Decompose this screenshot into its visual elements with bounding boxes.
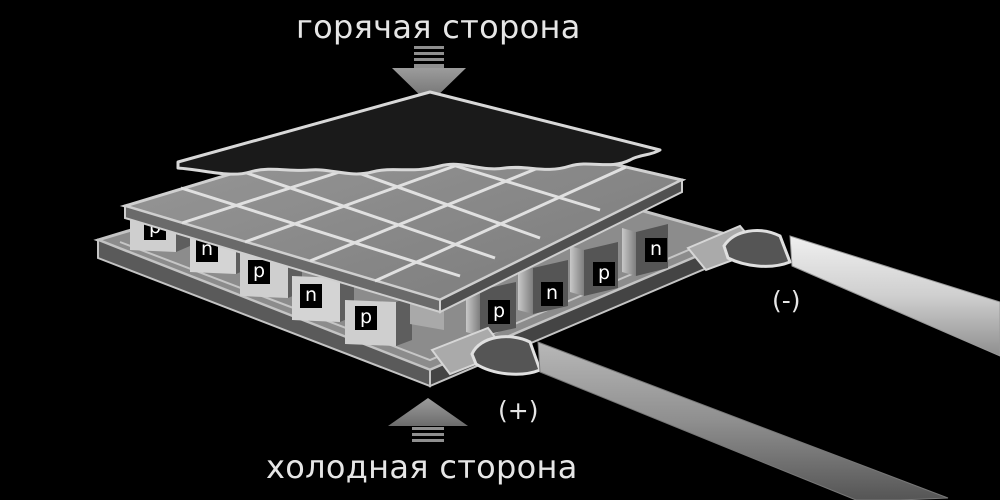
- negative-terminal-label: (-): [772, 286, 801, 315]
- positive-wire: [430, 326, 949, 500]
- negative-wire: [686, 224, 1000, 357]
- positive-terminal-label: (+): [498, 396, 539, 425]
- cold-side-arrow: [388, 398, 468, 442]
- hot-side-label: горячая сторона: [296, 8, 581, 46]
- p-type-label: p: [253, 260, 265, 282]
- n-type-label: n: [305, 284, 317, 306]
- hot-side-plate: [176, 90, 662, 176]
- p-type-label: p: [598, 262, 610, 284]
- n-type-label: n: [650, 238, 662, 260]
- n-type-label: n: [546, 282, 558, 304]
- p-type-label: p: [493, 300, 505, 322]
- hot-side-arrow: [392, 46, 466, 104]
- cold-side-label: холодная сторона: [266, 448, 578, 486]
- p-type-label: p: [360, 306, 372, 328]
